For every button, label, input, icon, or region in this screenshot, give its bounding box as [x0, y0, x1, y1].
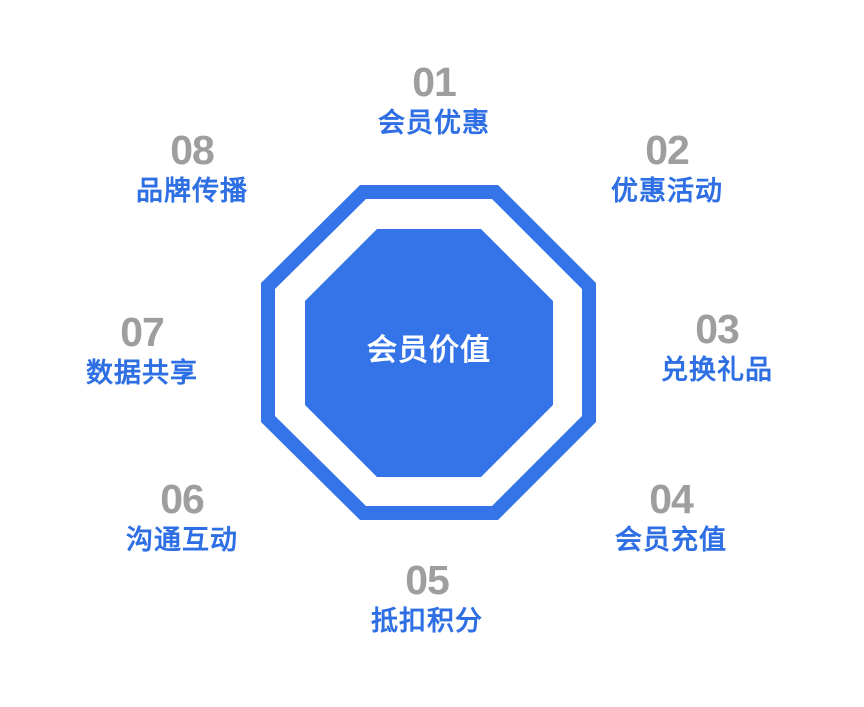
item-label: 会员充值 [615, 525, 727, 556]
item-label: 兑换礼品 [661, 355, 773, 386]
item-label: 品牌传播 [136, 176, 248, 207]
item-label: 优惠活动 [611, 176, 723, 207]
item-number: 02 [645, 127, 690, 173]
item-02: 02 优惠活动 [587, 128, 747, 210]
item-number: 01 [412, 59, 457, 105]
item-label: 抵扣积分 [371, 606, 483, 637]
item-04: 04 会员充值 [591, 477, 751, 559]
item-07: 07 数据共享 [62, 310, 222, 392]
item-08: 08 品牌传播 [112, 128, 272, 210]
item-06: 06 沟通互动 [102, 477, 262, 559]
center-title: 会员价值 [367, 333, 491, 368]
item-number: 03 [695, 306, 740, 352]
item-number: 08 [170, 127, 215, 173]
item-label: 会员优惠 [378, 108, 490, 139]
item-05: 05 抵扣积分 [347, 558, 507, 640]
item-number: 06 [160, 476, 205, 522]
inner-octagon [305, 229, 553, 477]
item-01: 01 会员优惠 [354, 60, 514, 142]
item-number: 05 [405, 557, 450, 603]
item-number: 04 [649, 476, 694, 522]
item-03: 03 兑换礼品 [637, 307, 797, 389]
item-number: 07 [120, 309, 165, 355]
item-label: 沟通互动 [126, 525, 238, 556]
item-label: 数据共享 [86, 358, 198, 389]
